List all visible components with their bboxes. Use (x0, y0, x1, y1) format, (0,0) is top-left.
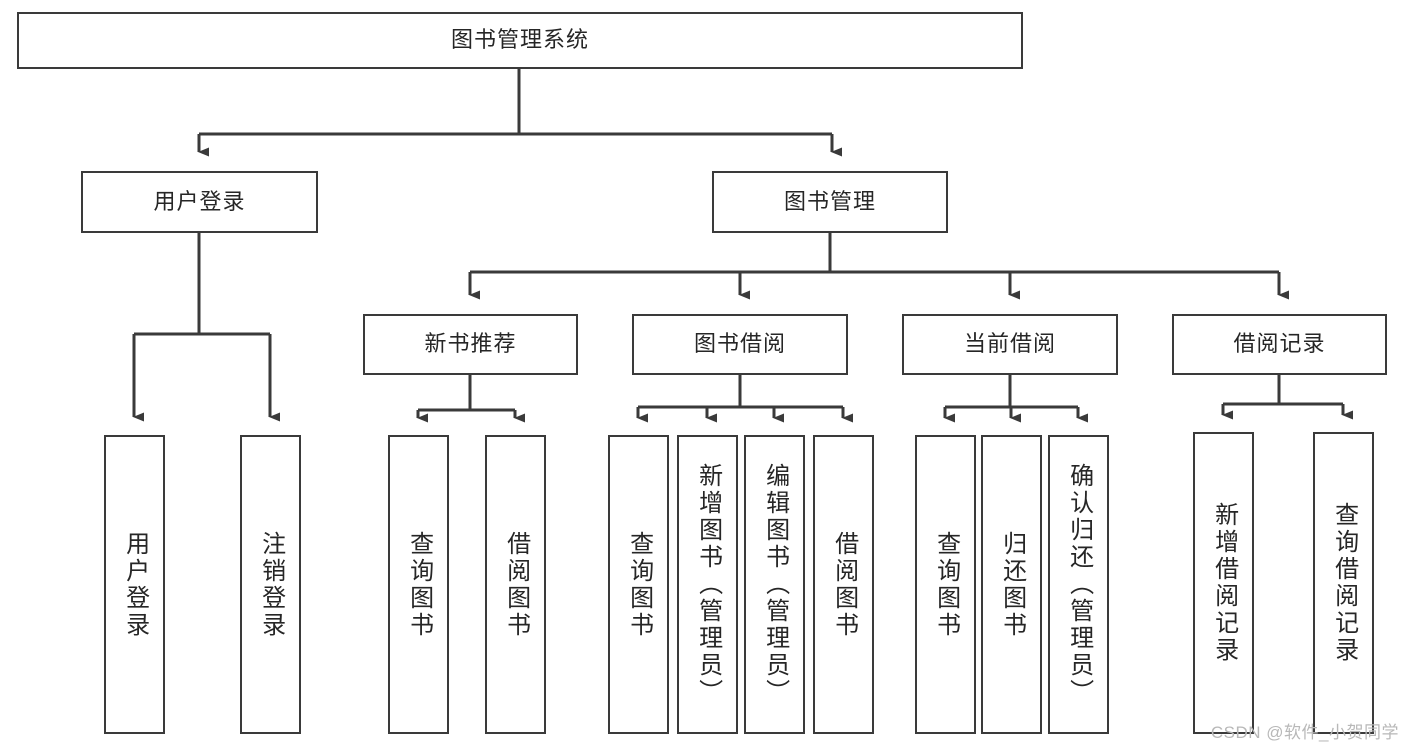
node-book-manage[interactable]: 图书管理 (712, 171, 948, 233)
node-leaf-query-book-2[interactable]: 查询图书 (608, 435, 669, 734)
node-leaf-confirm-return[interactable]: 确认归还（管理员） (1048, 435, 1109, 734)
node-leaf-query-book-1-label: 查询图书 (405, 530, 433, 639)
node-current-borrow-label: 当前借阅 (963, 331, 1056, 357)
node-leaf-query-record[interactable]: 查询借阅记录 (1313, 432, 1374, 734)
node-leaf-user-login[interactable]: 用户登录 (104, 435, 165, 734)
node-book-borrow-label: 图书借阅 (693, 331, 786, 357)
node-leaf-confirm-return-label: 确认归还（管理员） (1065, 463, 1093, 706)
node-leaf-add-record[interactable]: 新增借阅记录 (1193, 432, 1254, 734)
node-leaf-query-record-label: 查询借阅记录 (1330, 502, 1358, 664)
node-current-borrow[interactable]: 当前借阅 (902, 314, 1118, 375)
node-user-login-label: 用户登录 (153, 188, 246, 214)
node-book-borrow[interactable]: 图书借阅 (632, 314, 848, 375)
node-leaf-borrow-book-2[interactable]: 借阅图书 (813, 435, 874, 734)
node-leaf-add-book[interactable]: 新增图书（管理员） (677, 435, 738, 734)
node-leaf-edit-book[interactable]: 编辑图书（管理员） (744, 435, 805, 734)
node-leaf-return-book-label: 归还图书 (998, 530, 1026, 639)
node-root-label: 图书管理系统 (450, 27, 589, 53)
node-leaf-user-logout-label: 注销登录 (257, 530, 285, 639)
node-borrow-record-label: 借阅记录 (1233, 331, 1326, 357)
node-new-book-rec-label: 新书推荐 (424, 331, 517, 357)
node-leaf-query-book-2-label: 查询图书 (625, 530, 653, 639)
node-leaf-query-book-3[interactable]: 查询图书 (915, 435, 976, 734)
node-user-login[interactable]: 用户登录 (81, 171, 318, 233)
node-leaf-query-book-1[interactable]: 查询图书 (388, 435, 449, 734)
node-leaf-add-book-label: 新增图书（管理员） (694, 463, 722, 706)
node-borrow-record[interactable]: 借阅记录 (1172, 314, 1387, 375)
node-leaf-add-record-label: 新增借阅记录 (1210, 502, 1238, 664)
node-book-manage-label: 图书管理 (783, 188, 876, 214)
node-leaf-edit-book-label: 编辑图书（管理员） (761, 463, 789, 706)
node-leaf-user-login-label: 用户登录 (121, 530, 149, 639)
node-leaf-borrow-book-1[interactable]: 借阅图书 (485, 435, 546, 734)
node-leaf-return-book[interactable]: 归还图书 (981, 435, 1042, 734)
node-leaf-borrow-book-1-label: 借阅图书 (502, 530, 530, 639)
node-leaf-user-logout[interactable]: 注销登录 (240, 435, 301, 734)
node-leaf-borrow-book-2-label: 借阅图书 (830, 530, 858, 639)
node-new-book-rec[interactable]: 新书推荐 (363, 314, 578, 375)
node-root[interactable]: 图书管理系统 (17, 12, 1023, 69)
node-leaf-query-book-3-label: 查询图书 (932, 530, 960, 639)
